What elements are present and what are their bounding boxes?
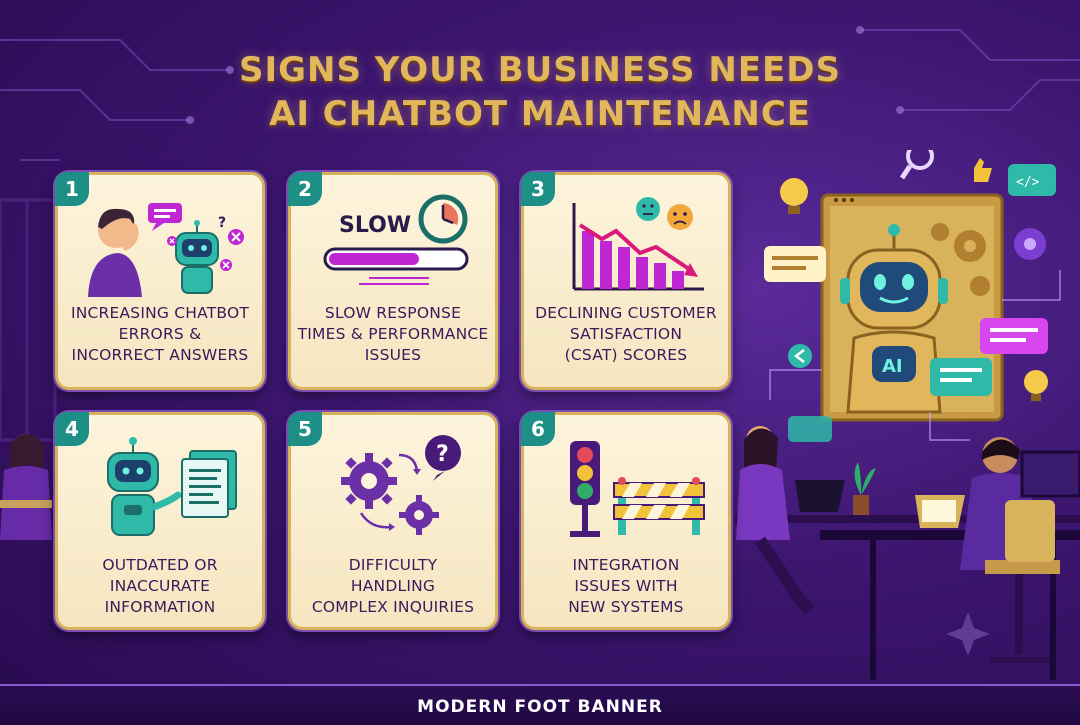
card-complex-inquiries: 5 ? bbox=[288, 412, 498, 630]
ai-badge: AI bbox=[882, 356, 903, 377]
card-outdated-info: 4 OUTDATED OR INACCURATE INFORMATION bbox=[55, 412, 265, 630]
code-icon: </> bbox=[1016, 175, 1040, 190]
svg-text:?: ? bbox=[218, 215, 226, 231]
robot-documents-icon bbox=[107, 437, 237, 536]
title-line-1: SIGNS YOUR BUSINESS NEEDS bbox=[238, 50, 841, 90]
card-number: 3 bbox=[521, 172, 555, 206]
card-label: INTEGRATION ISSUES WITH NEW SYSTEMS bbox=[568, 556, 684, 616]
footer-text: MODERN FOOT BANNER bbox=[417, 696, 663, 717]
ai-robot-illustration: AI </> bbox=[764, 142, 1061, 442]
card-number: 4 bbox=[55, 412, 89, 446]
card-label: DECLINING CUSTOMER SATISFACTION (CSAT) S… bbox=[535, 304, 717, 364]
card-slow-response: 2 SLOW SLOW RESPONSE TIMES & PERFORMANCE… bbox=[288, 172, 498, 390]
card-number: 1 bbox=[55, 172, 89, 206]
traffic-light-barrier-icon bbox=[570, 441, 705, 537]
card-label: OUTDATED OR INACCURATE INFORMATION bbox=[102, 556, 218, 616]
title-line-2: AI CHATBOT MAINTENANCE bbox=[269, 94, 811, 134]
clock-progress-icon bbox=[323, 194, 469, 285]
card-declining-csat: 3 DECLINING CUSTOMER SATISFACTION (CSAT)… bbox=[521, 172, 731, 390]
page-title: SIGNS YOUR BUSINESS NEEDS AI CHATBOT MAI… bbox=[0, 48, 1080, 136]
ai-robot-scene: AI </> bbox=[730, 142, 1080, 454]
card-number: 6 bbox=[521, 412, 555, 446]
card-chatbot-errors: 1 ? INCREASING CHAT bbox=[55, 172, 265, 390]
card-label: SLOW RESPONSE TIMES & PERFORMANCE ISSUES bbox=[297, 304, 489, 364]
slow-badge: SLOW bbox=[339, 213, 412, 238]
svg-text:?: ? bbox=[436, 442, 449, 467]
confused-user-robot-icon: ? bbox=[88, 203, 244, 297]
card-label: DIFFICULTY HANDLING COMPLEX INQUIRIES bbox=[311, 556, 475, 616]
card-number: 2 bbox=[288, 172, 322, 206]
card-number: 5 bbox=[288, 412, 322, 446]
declining-bar-chart-icon bbox=[572, 197, 704, 291]
card-label: INCREASING CHATBOT ERRORS & INCORRECT AN… bbox=[70, 304, 250, 364]
footer-banner: MODERN FOOT BANNER bbox=[0, 684, 1080, 725]
card-integration-issues: 6 INTEGRATION ISSUES WITH NEW SYSTEMS bbox=[521, 412, 731, 630]
gears-question-icon: ? bbox=[341, 435, 461, 535]
